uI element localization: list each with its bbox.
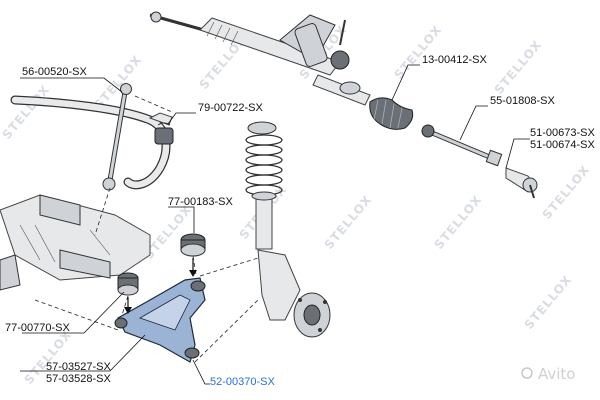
subframe	[0, 194, 151, 291]
tie-rod	[421, 124, 503, 167]
leader-lines	[20, 64, 530, 385]
stabilizer-bar	[10, 95, 174, 190]
part-label: 51-00673-SX	[530, 127, 595, 139]
part-label: 56-00520-SX	[22, 66, 87, 78]
part-label: 57-03528-SX	[46, 373, 111, 385]
knuckle-hub	[257, 249, 331, 338]
bushing-lower	[117, 272, 139, 296]
watermark-layer: STELLOX STELLOX STELLOX STELLOX STELLOX …	[0, 22, 593, 386]
assembly-lines	[34, 95, 259, 363]
part-label: 57-03527-SX	[46, 361, 111, 373]
watermark: STELLOX	[522, 272, 575, 331]
brand-watermark: Avito	[521, 365, 576, 383]
bushing-upper	[180, 233, 206, 257]
arrows	[124, 258, 197, 314]
part-label-highlighted: 52-00370-SX	[210, 376, 275, 388]
watermark: STELLOX	[322, 192, 375, 251]
watermark: STELLOX	[92, 52, 145, 111]
brand-logo-icon	[521, 367, 533, 379]
watermark: STELLOX	[540, 162, 593, 221]
brand-text: Avito	[538, 365, 576, 383]
part-label: 77-00770-SX	[5, 322, 70, 334]
strut-assembly	[245, 121, 283, 250]
steering-boot	[369, 97, 414, 130]
bushing-bracket	[148, 112, 173, 126]
lower-control-arm	[114, 277, 206, 363]
part-label: 77-00183-SX	[168, 196, 233, 208]
ball-joint	[184, 347, 200, 359]
stabilizer-bushing	[154, 127, 174, 145]
part-label: 79-00722-SX	[198, 102, 263, 114]
watermark: STELLOX	[432, 192, 485, 251]
watermark: STELLOX	[492, 37, 545, 96]
part-label: 55-01808-SX	[490, 95, 555, 107]
steering-rack	[149, 11, 371, 106]
part-label: 51-00674-SX	[530, 139, 595, 151]
watermark: STELLOX	[0, 82, 53, 141]
watermark: STELLOX	[392, 22, 445, 81]
tie-rod-end	[505, 167, 538, 199]
part-label: 13-00412-SX	[422, 54, 487, 66]
